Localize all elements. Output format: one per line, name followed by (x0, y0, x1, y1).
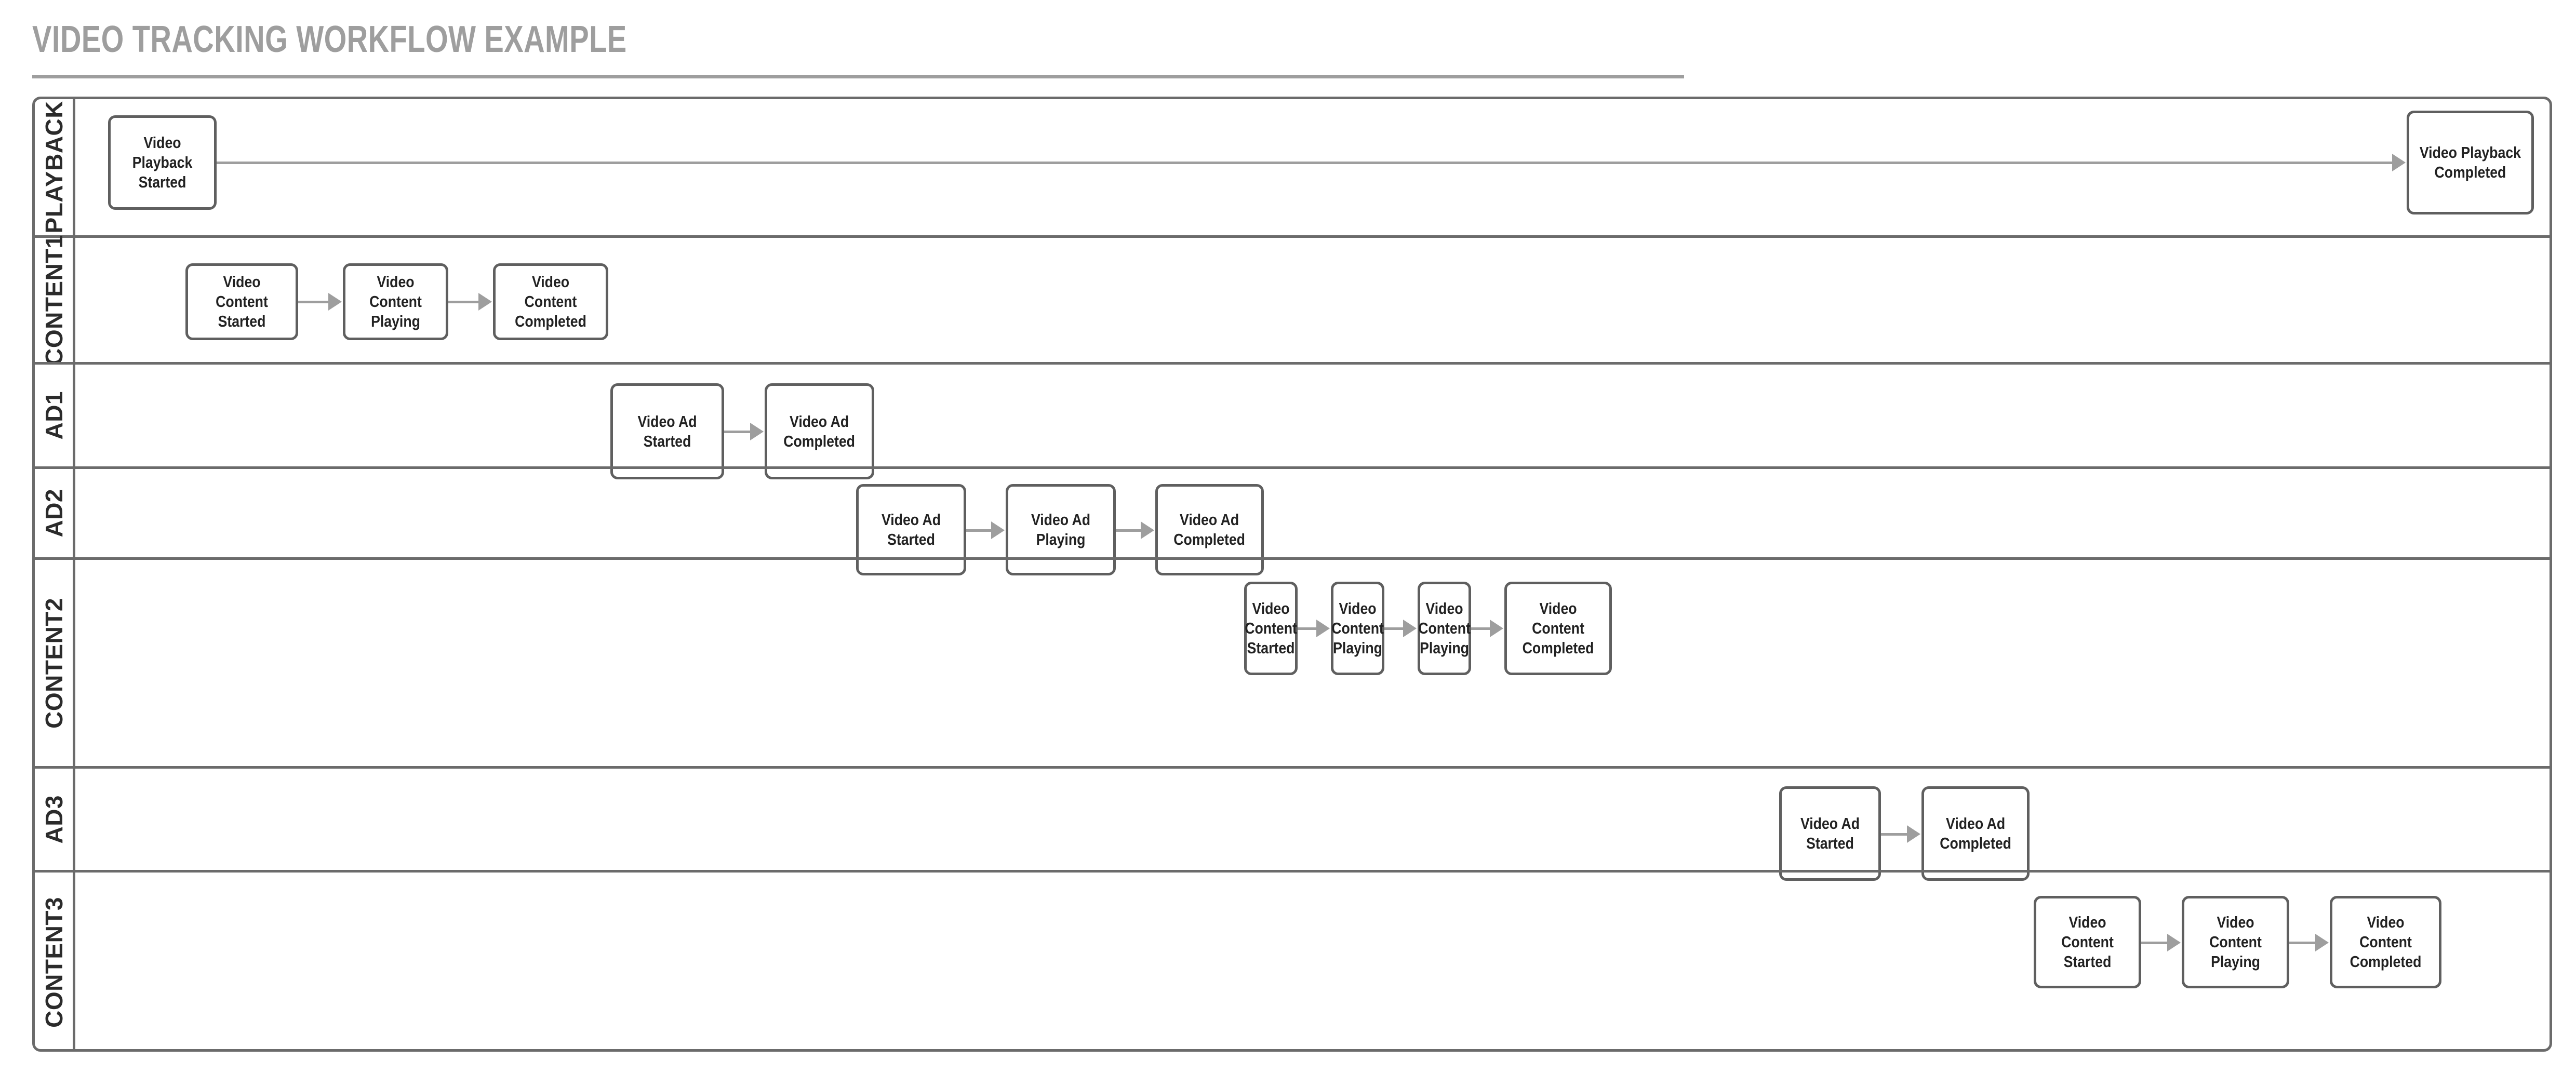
arrowhead-right-icon (1141, 521, 1154, 539)
arrowhead-right-icon (1907, 825, 1920, 843)
node-c1-started[interactable]: Video Content Started (185, 263, 298, 340)
title-block: VIDEO TRACKING WORKFLOW EXAMPLE (32, 19, 1684, 78)
arrowhead-right-icon (2392, 154, 2406, 171)
swimlane-ad2: AD2 Video Ad Started Video Ad Playing Vi… (35, 466, 2550, 575)
lane-label-text: AD1 (40, 391, 68, 440)
node-label: Video Content Playing (1331, 599, 1384, 657)
node-c2-started[interactable]: Video Content Started (1244, 582, 1298, 675)
node-label: Video Content Started (1245, 599, 1297, 657)
lane-label-text: CONTENT1 (40, 234, 68, 366)
node-c1-completed[interactable]: Video Content Completed (493, 263, 608, 340)
arrowhead-right-icon (1316, 620, 1330, 637)
connector-c2-playing-1-to-playing-2 (1384, 627, 1404, 630)
connector-ad3-started-to-completed (1881, 833, 1908, 836)
lane-label-content2: CONTENT2 (35, 560, 75, 766)
lane-body-playback: Video Playback Started Video Playback Co… (75, 99, 2550, 235)
lane-label-ad2: AD2 (35, 469, 75, 557)
node-ad3-started[interactable]: Video Ad Started (1779, 786, 1881, 881)
node-label: Video Ad Started (637, 412, 697, 450)
connector-ad1-started-to-completed (724, 431, 751, 433)
node-c2-playing-2[interactable]: Video Content Playing (1418, 582, 1471, 675)
lane-label-ad3: AD3 (35, 769, 75, 870)
swimlane-content2: CONTENT2 Video Content Started Video Con… (35, 557, 2550, 766)
connector-c1-started-to-playing (298, 301, 329, 303)
node-c2-completed[interactable]: Video Content Completed (1504, 582, 1612, 675)
lane-label-text: AD2 (40, 489, 68, 538)
node-ad2-playing[interactable]: Video Ad Playing (1006, 484, 1116, 575)
lane-label-text: CONTENT3 (40, 896, 68, 1028)
lane-label-text: PLAYBACK (40, 101, 68, 234)
connector-c2-started-to-playing-1 (1298, 627, 1317, 630)
connector-ad2-playing-to-completed (1116, 529, 1142, 532)
node-label: Video Ad Completed (1173, 511, 1246, 548)
lane-label-playback: PLAYBACK (35, 99, 75, 235)
lane-body-content3: Video Content Started Video Content Play… (75, 873, 2550, 1052)
arrowhead-right-icon (478, 293, 492, 311)
lane-body-ad3: Video Ad Started Video Ad Completed (75, 769, 2550, 881)
arrowhead-right-icon (328, 293, 342, 311)
node-c2-playing-1[interactable]: Video Content Playing (1331, 582, 1384, 675)
lane-body-ad1: Video Ad Started Video Ad Completed (75, 365, 2550, 479)
node-ad2-started[interactable]: Video Ad Started (856, 484, 966, 575)
node-playback-started[interactable]: Video Playback Started (108, 115, 217, 210)
lane-body-content1: Video Content Started Video Content Play… (75, 238, 2550, 362)
node-label: Video Content Playing (369, 273, 422, 330)
swimlane-playback: PLAYBACK Video Playback Started Video Pl… (35, 99, 2550, 235)
node-label: Video Playback Completed (2419, 143, 2521, 181)
swimlane-content1: CONTENT1 Video Content Started Video Con… (35, 235, 2550, 365)
node-label: Video Ad Playing (1031, 511, 1091, 548)
node-c1-playing[interactable]: Video Content Playing (343, 263, 448, 340)
lane-label-text: CONTENT2 (40, 597, 68, 729)
arrowhead-right-icon (750, 423, 764, 440)
node-c3-started[interactable]: Video Content Started (2034, 896, 2141, 988)
swimlane-content3: CONTENT3 Video Content Started Video Con… (35, 870, 2550, 1052)
lane-label-content3: CONTENT3 (35, 873, 75, 1052)
node-label: Video Content Started (2061, 913, 2114, 971)
arrowhead-right-icon (1490, 620, 1503, 637)
node-c3-completed[interactable]: Video Content Completed (2330, 896, 2441, 988)
swimlane-ad1: AD1 Video Ad Started Video Ad Completed (35, 362, 2550, 479)
lane-label-ad1: AD1 (35, 365, 75, 466)
arrowhead-right-icon (2315, 934, 2329, 951)
node-label: Video Ad Started (1800, 814, 1860, 852)
lane-label-text: AD3 (40, 795, 68, 844)
node-label: Video Ad Completed (783, 412, 856, 450)
connector-c3-started-to-playing (2141, 942, 2168, 944)
title-underline-rule (32, 75, 1684, 78)
connector-c1-playing-to-completed (448, 301, 479, 303)
connector-ad2-started-to-playing (966, 529, 992, 532)
node-c3-playing[interactable]: Video Content Playing (2182, 896, 2289, 988)
connector-c3-playing-to-completed (2289, 942, 2316, 944)
node-label: Video Content Started (216, 273, 268, 330)
swimlane-ad3: AD3 Video Ad Started Video Ad Completed (35, 766, 2550, 881)
swimlane-diagram: PLAYBACK Video Playback Started Video Pl… (32, 97, 2552, 1052)
arrowhead-right-icon (991, 521, 1005, 539)
node-ad3-completed[interactable]: Video Ad Completed (1921, 786, 2030, 881)
page-title: VIDEO TRACKING WORKFLOW EXAMPLE (32, 19, 627, 60)
node-playback-completed[interactable]: Video Playback Completed (2407, 111, 2534, 214)
lane-label-content1: CONTENT1 (35, 235, 75, 365)
node-label: Video Content Completed (2350, 913, 2422, 971)
node-label: Video Content Completed (515, 273, 586, 330)
node-label: Video Content Playing (1418, 599, 1471, 657)
node-ad1-started[interactable]: Video Ad Started (610, 383, 724, 479)
arrowhead-right-icon (1403, 620, 1417, 637)
lane-body-content2: Video Content Started Video Content Play… (75, 560, 2550, 766)
node-label: Video Content Completed (1522, 599, 1594, 657)
connector-playback-started-to-completed (217, 162, 2393, 164)
arrowhead-right-icon (2167, 934, 2181, 951)
node-label: Video Ad Started (881, 511, 941, 548)
node-label: Video Content Playing (2209, 913, 2262, 971)
node-ad2-completed[interactable]: Video Ad Completed (1155, 484, 1264, 575)
node-label: Video Ad Completed (1940, 814, 2011, 852)
node-label: Video Playback Started (132, 133, 193, 191)
lane-body-ad2: Video Ad Started Video Ad Playing Video … (75, 469, 2550, 575)
connector-c2-playing-2-to-completed (1471, 627, 1491, 630)
node-ad1-completed[interactable]: Video Ad Completed (765, 383, 874, 479)
